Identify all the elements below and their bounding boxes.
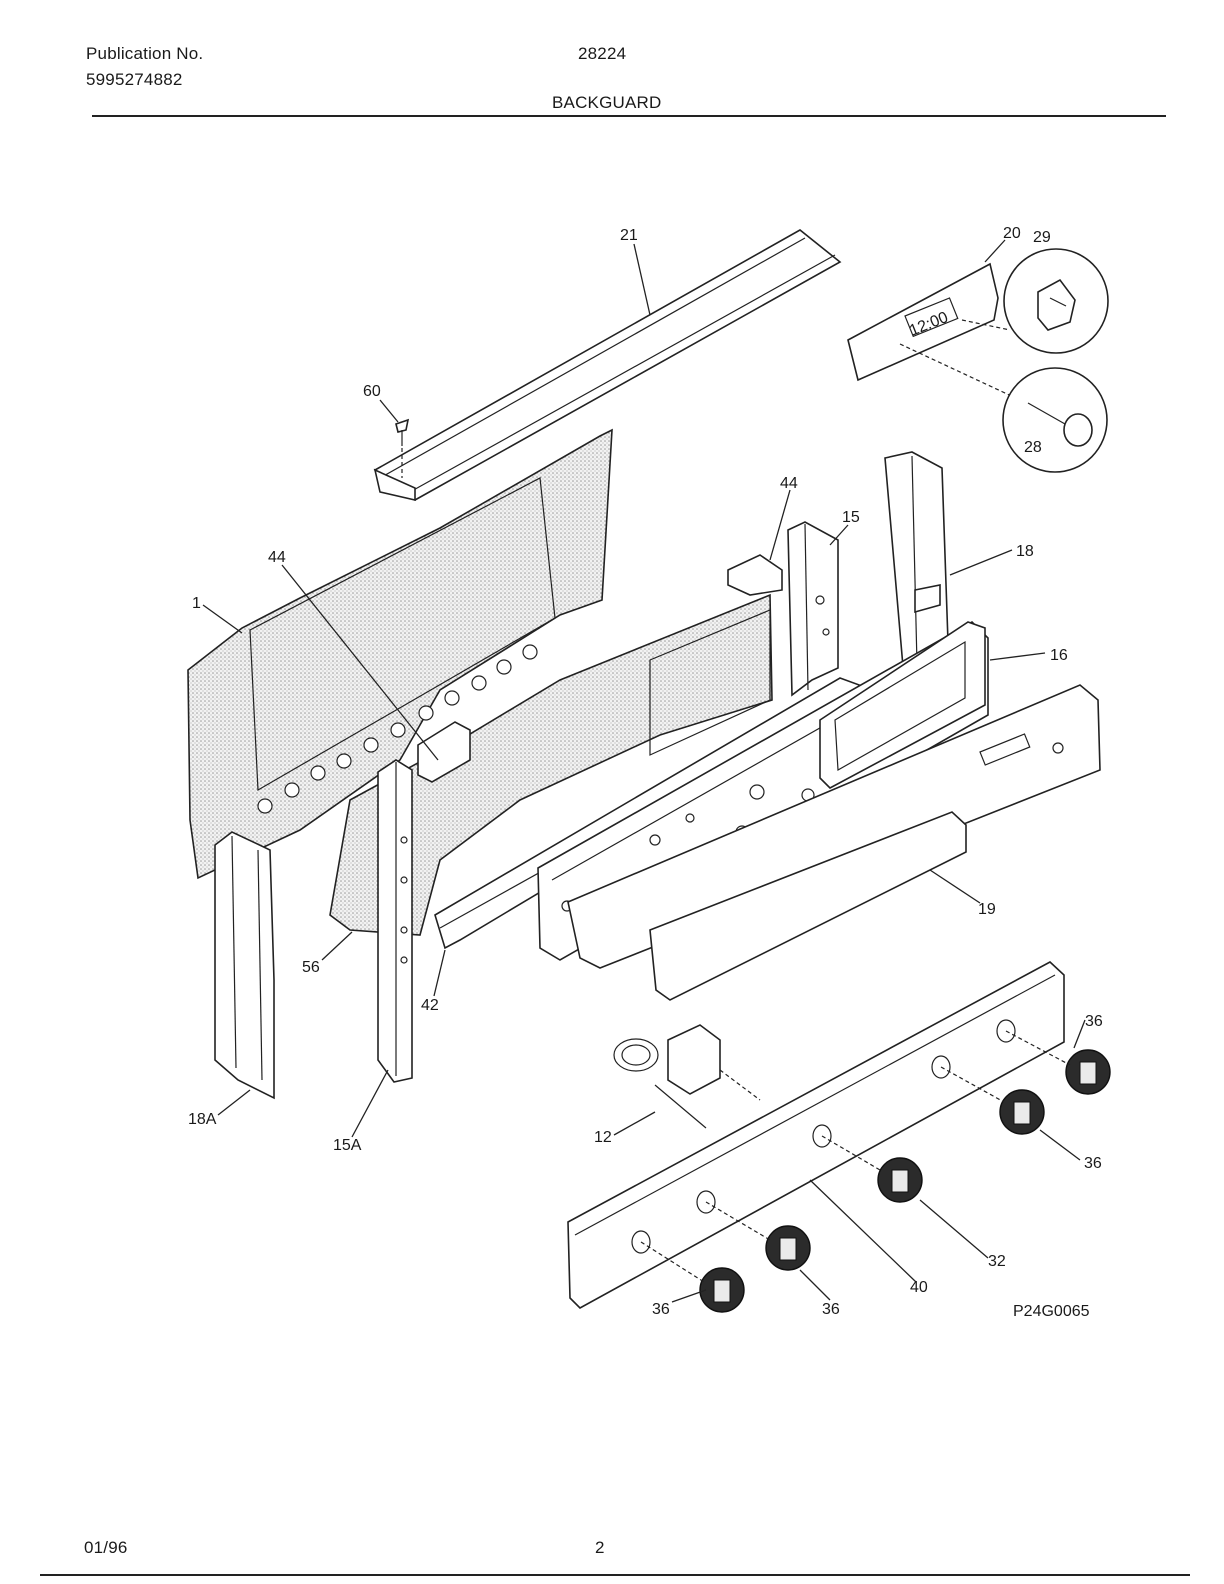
part-16-frame: [819, 621, 986, 789]
callout-29: 29: [1033, 229, 1051, 246]
part-29-detail: [1003, 248, 1109, 354]
leader-lines: [202, 239, 1086, 1303]
part-12-thermostat: [613, 1024, 761, 1129]
callout-32: 32: [988, 1253, 1006, 1270]
part-15-side-bracket-right: [787, 521, 839, 697]
callout-12: 12: [594, 1129, 612, 1146]
part-44-bracket-left: [417, 721, 471, 783]
knob-36-center-left: [765, 1225, 811, 1271]
knob-36-far-right: [1065, 1049, 1111, 1095]
callout-56: 56: [302, 959, 320, 976]
callout-44-right: 44: [780, 475, 798, 492]
callout-labels: 21 20 29 28 60 44 44 15 18 16 1 19 56 42…: [188, 225, 1103, 1320]
callout-60: 60: [363, 383, 381, 400]
callout-36-center: 36: [822, 1301, 840, 1318]
part-19-control-panel: [567, 684, 1101, 969]
callout-20: 20: [1003, 225, 1021, 242]
footer-date: 01/96: [84, 1538, 128, 1557]
callout-15: 15: [842, 509, 860, 526]
page-number: 2: [595, 1538, 605, 1557]
callout-36-right: 36: [1084, 1155, 1102, 1172]
panel-holes: [257, 644, 538, 814]
knob-32-center: [877, 1157, 923, 1203]
callout-15a: 15A: [333, 1137, 362, 1154]
model-number: 28224: [578, 44, 627, 63]
part-44-bracket-right: [727, 554, 783, 596]
header-rule: [92, 115, 1166, 117]
callout-1: 1: [192, 595, 201, 612]
callout-36-left: 36: [652, 1301, 670, 1318]
overlay-strip: [649, 811, 967, 1001]
drawing-code: P24G0065: [1013, 1303, 1090, 1320]
part-15a-side-bracket-left: [377, 759, 413, 1083]
callout-36-top: 36: [1085, 1013, 1103, 1030]
part-56-lower-panel: [329, 593, 773, 936]
part-20-clock: 12:00: [847, 262, 1021, 401]
callout-21: 21: [620, 227, 638, 244]
part-28-detail: [1002, 367, 1108, 473]
callout-19: 19: [978, 901, 996, 918]
section-title: BACKGUARD: [552, 93, 662, 112]
part-18a-end-panel: [214, 831, 275, 1100]
publication-label: Publication No.: [86, 44, 204, 63]
knob-36-left: [699, 1267, 745, 1313]
part-40-lower-control-panel: [567, 961, 1065, 1309]
callout-18: 18: [1016, 543, 1034, 560]
callout-40: 40: [910, 1279, 928, 1296]
callout-18a: 18A: [188, 1111, 217, 1128]
callout-42: 42: [421, 997, 439, 1014]
publication-number: 5995274882: [86, 70, 183, 89]
callout-28: 28: [1024, 439, 1042, 456]
knob-shafts: [640, 1030, 1071, 1283]
callout-44-left: 44: [268, 549, 286, 566]
part-60-screw: [395, 418, 410, 478]
footer-rule: [40, 1574, 1190, 1576]
part-21-top-trim: [373, 229, 842, 502]
knob-36-right: [999, 1089, 1045, 1135]
callout-16: 16: [1050, 647, 1068, 664]
